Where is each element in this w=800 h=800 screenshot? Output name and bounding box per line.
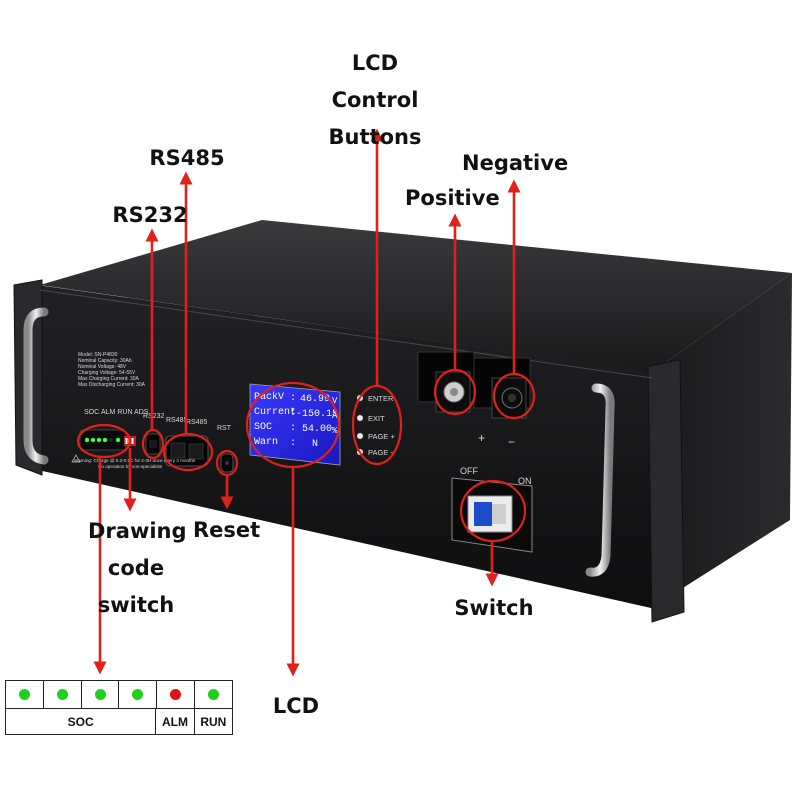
soc-led-3 — [94, 689, 106, 700]
soc-led-2 — [56, 689, 68, 700]
rs232-callout: RS232 — [112, 203, 188, 227]
alm-led — [170, 689, 182, 700]
switch-callout: Switch — [454, 596, 534, 620]
chassis-side — [652, 273, 792, 605]
led-cell — [6, 681, 44, 708]
lcd-row-unit: A — [332, 411, 338, 421]
rs485-port-label-b: RS485 — [186, 419, 208, 426]
led-label-row: SOC ALM RUN — [6, 709, 232, 735]
left-handle — [23, 307, 49, 465]
rs485-ports[interactable] — [165, 435, 209, 467]
lcd-screen: PackV : 46.99 V Current : -150.15 A SOC … — [249, 383, 341, 466]
lcd-row-sep: : — [290, 438, 296, 449]
positive-symbol: + — [478, 431, 485, 445]
lcd-control-buttons-callout: LCD Control Buttons — [328, 51, 422, 149]
exit-button[interactable] — [357, 415, 363, 421]
run-label: RUN — [200, 715, 227, 729]
panel-led-strip — [79, 429, 127, 451]
spec-line: Max Charging Current: 30A — [78, 376, 140, 382]
run-led — [208, 689, 220, 700]
soc-led-1 — [18, 689, 30, 700]
breaker-toggle[interactable] — [474, 502, 492, 526]
negative-callout: Negative — [462, 151, 569, 175]
lcd-row-sep: : — [290, 408, 296, 419]
alm-label: ALM — [156, 709, 195, 735]
led-cell — [157, 681, 196, 708]
lcd-row-sep: : — [290, 393, 296, 404]
negative-symbol: − — [508, 435, 515, 449]
lcd-callout: LCD — [272, 694, 320, 718]
lcd-row-label: Warn — [254, 437, 278, 448]
soc-label: SOC — [6, 709, 157, 735]
switch-on-label: ON — [518, 476, 532, 486]
lcd-row-value: N — [312, 439, 318, 450]
led-highlight — [76, 423, 132, 459]
panel-led — [102, 437, 108, 443]
page-up-button[interactable] — [357, 433, 363, 439]
spec-label: Model: SN-P4830 Nominal Capacity: 30Ah N… — [78, 352, 146, 388]
lcd-row-label: Current — [254, 407, 296, 418]
enter-button-label: ENTER — [368, 394, 394, 403]
spec-line: Max Discharging Current: 30A — [78, 382, 146, 388]
led-cell — [44, 681, 82, 708]
soc-led-4 — [132, 689, 144, 700]
positive-callout: Positive — [405, 186, 500, 210]
page-up-button-label: PAGE + — [368, 432, 395, 441]
panel-led — [108, 437, 114, 443]
rs232-port[interactable] — [145, 433, 161, 455]
rst-port-label: RST — [217, 425, 232, 432]
spec-line: Charging Voltage: 54-55V — [78, 370, 136, 376]
page-down-button-label: PAGE − — [368, 448, 395, 457]
spec-line: Nominal Voltage: 48V — [78, 364, 127, 370]
soc-port-label: SOC — [84, 409, 99, 416]
annotation-arrows — [93, 128, 521, 677]
lcd-row-unit: % — [332, 426, 338, 436]
warning-icon — [71, 454, 81, 463]
lcd-row-value: 46.99 — [300, 394, 330, 405]
panel-led — [90, 437, 96, 443]
warning-text: Warning: Charge @ 0.2-0.5C for 2-3H once… — [74, 458, 196, 463]
alm-run-ads-label: ALM RUN ADS — [101, 409, 149, 416]
reset-button[interactable] — [220, 453, 234, 473]
led-row — [6, 681, 232, 709]
lcd-row-unit: V — [332, 396, 338, 406]
rs485-callout: RS485 — [149, 146, 225, 170]
reset-callout: Reset — [193, 518, 261, 542]
lcd-row-value: -150.15 — [296, 409, 338, 420]
led-legend-table: SOC ALM RUN — [5, 680, 233, 735]
panel-edge — [39, 289, 653, 379]
panel-led — [84, 437, 90, 443]
chassis-top — [40, 220, 792, 372]
rs485-port-label-a: RS485 — [166, 417, 188, 424]
spec-line: Nominal Capacity: 30Ah — [78, 358, 132, 364]
drawing-code-switch-callout: Drawing code switch — [88, 519, 187, 617]
lcd-row-value: 54.00 — [302, 424, 332, 435]
rs232-port-label: RS232 — [143, 413, 165, 420]
led-cell — [195, 681, 232, 708]
spec-line: Model: SN-P4830 — [78, 352, 118, 358]
right-handle — [585, 383, 615, 577]
lcd-row-sep: : — [290, 423, 296, 434]
rs485-highlight — [162, 432, 214, 472]
lcd-row-label: SOC — [254, 422, 272, 433]
panel-led — [115, 437, 121, 443]
exit-button-label: EXIT — [368, 414, 385, 423]
switch-off-label: OFF — [460, 466, 478, 476]
led-cell — [119, 681, 158, 708]
panel-led — [96, 437, 102, 443]
right-rack-ear — [647, 359, 685, 623]
led-cell — [82, 681, 120, 708]
